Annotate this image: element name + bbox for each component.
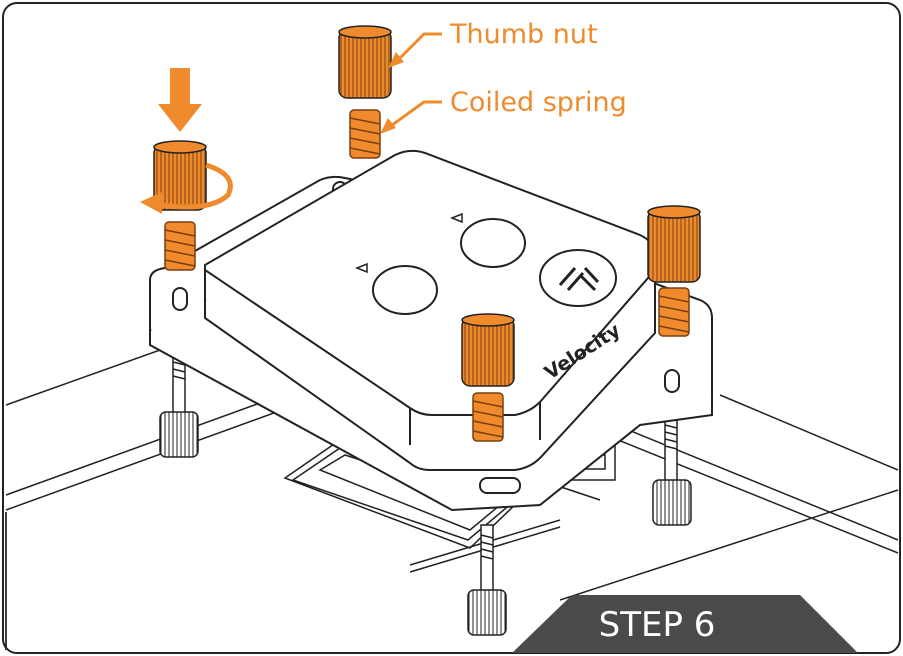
label-coiled-spring: Coiled spring	[450, 87, 627, 118]
spring-top	[349, 109, 381, 159]
port-arrow-marker	[449, 212, 463, 224]
step-label: STEP 6	[599, 605, 716, 645]
spring-front	[472, 392, 504, 442]
spring-right	[658, 287, 690, 337]
spring-left	[164, 221, 196, 271]
step-badge: STEP 6	[512, 595, 858, 653]
thumb-nut-right	[647, 205, 701, 283]
standoff-right	[652, 414, 692, 526]
arrow-down-icon	[158, 68, 202, 132]
thumb-nut-left	[153, 140, 207, 211]
rotate-clockwise-icon	[140, 162, 233, 214]
ek-logo-icon	[539, 249, 617, 307]
port-bottom	[372, 265, 438, 315]
port-arrow-marker	[354, 262, 368, 274]
thumb-nut-top	[338, 25, 392, 99]
thumb-nut-front	[461, 313, 515, 387]
callout-leader-coiled-spring	[380, 100, 442, 134]
callout-leader-thumb-nut	[388, 32, 442, 68]
port-top	[460, 218, 526, 268]
standoff-front	[467, 524, 507, 636]
label-thumb-nut: Thumb nut	[449, 19, 598, 50]
